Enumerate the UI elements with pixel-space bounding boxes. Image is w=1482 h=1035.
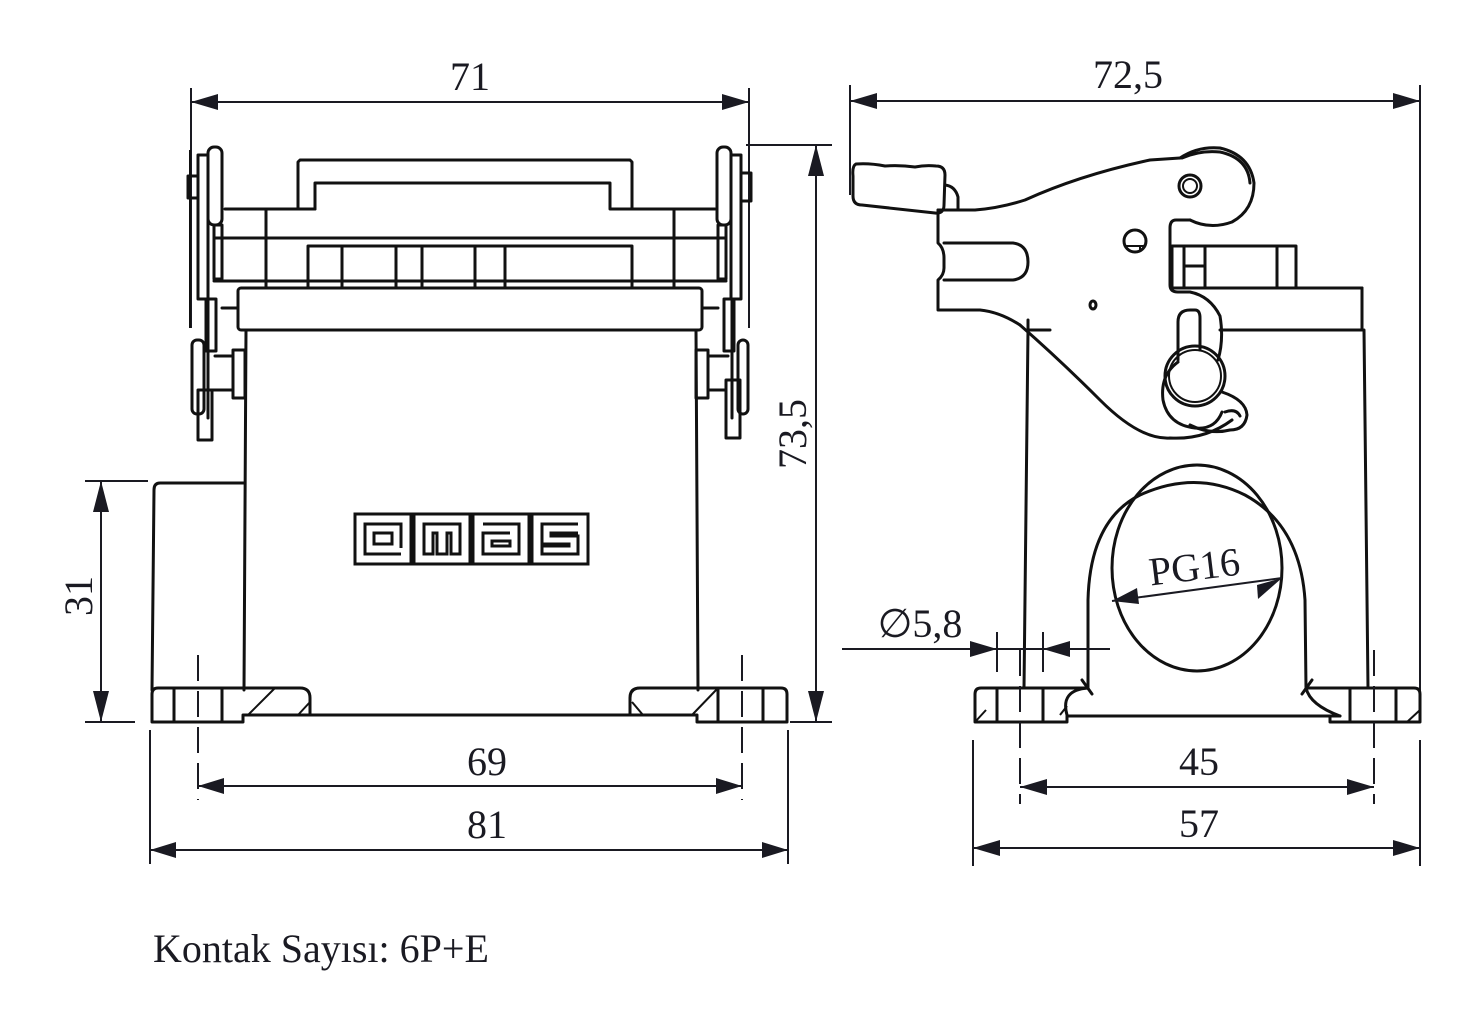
- side-view: 72,5: [842, 52, 1422, 866]
- dimension-label-71: 71: [450, 54, 490, 99]
- side-housing-body: [1022, 328, 1370, 690]
- lever-arm: [936, 146, 1256, 440]
- emas-logo: emas: [353, 512, 590, 566]
- right-lever: [694, 145, 753, 440]
- lever-grip: [851, 162, 960, 215]
- front-view: 71: [56, 54, 832, 864]
- dimension-69: 69: [197, 655, 743, 800]
- dimension-label-69: 69: [467, 739, 507, 784]
- cable-entry-pg16: PG16: [1080, 463, 1314, 696]
- side-lid-block: [1026, 244, 1364, 332]
- dimension-label-72-5: 72,5: [1093, 52, 1163, 97]
- dimension-81: 81: [149, 730, 789, 864]
- side-base-flange: [973, 686, 1422, 724]
- base-flange: [150, 686, 789, 724]
- pg16-label: PG16: [1146, 539, 1242, 595]
- dimension-label-81: 81: [467, 802, 507, 847]
- dimension-45: 45: [1019, 650, 1375, 804]
- dimension-73-5: 73,5: [746, 144, 832, 723]
- lid-handle: [223, 158, 717, 211]
- dimension-31: 31: [56, 480, 148, 723]
- dimension-57: 57: [972, 740, 1421, 866]
- dimension-72-5: 72,5: [849, 52, 1421, 722]
- dimension-label-31: 31: [56, 576, 101, 616]
- left-lever: [186, 145, 247, 442]
- dimension-label-57: 57: [1179, 801, 1219, 846]
- dimension-label-73-5: 73,5: [770, 399, 815, 469]
- contact-count-caption: Kontak Sayısı: 6P+E: [153, 926, 489, 971]
- dimension-diameter-5-8: ∅5,8: [842, 601, 1110, 672]
- dimension-label-45: 45: [1179, 739, 1219, 784]
- dimension-label-diameter-5-8: ∅5,8: [878, 601, 963, 646]
- lid-body: [212, 207, 728, 332]
